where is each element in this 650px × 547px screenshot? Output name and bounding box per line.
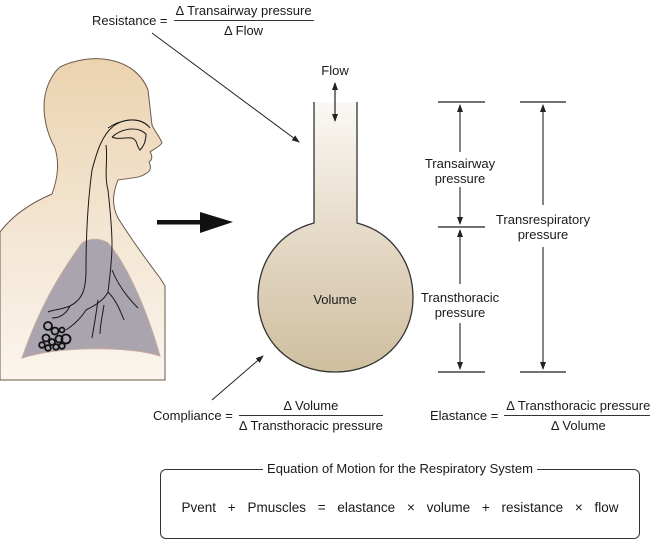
equation-operator: + [481,500,490,515]
equation-term: Pmuscles [247,500,306,515]
pressure-scale-ticks [438,101,566,373]
equation-term: elastance [337,500,396,515]
fraction-bar [238,415,383,416]
transairway-label-line2: pressure [434,171,486,186]
equation-term: resistance [501,500,564,515]
human-torso-illustration [0,58,166,381]
resistance-denominator: Δ Flow [224,23,264,38]
transthoracic-label: Transthoracic pressure [405,290,515,320]
big-arrow-icon [157,212,233,233]
fraction-bar [504,415,650,416]
equation-operator: + [227,500,236,515]
alveoli-cluster [38,321,72,352]
compliance-denominator: Δ Transthoracic pressure [238,418,383,433]
transthoracic-label-line1: Transthoracic [420,290,500,305]
compliance-formula: Compliance = Δ Volume Δ Transthoracic pr… [153,398,383,433]
fraction-bar [173,20,314,21]
balloon-lung-model [257,102,414,373]
transairway-label-line1: Transairway [424,156,496,171]
elastance-denominator: Δ Volume [550,418,606,433]
resistance-label: Resistance = [92,13,168,28]
equation-of-motion: Pvent + Pmuscles = elastance × volume + … [161,500,639,515]
equation-term: volume [426,500,471,515]
equation-operator: = [317,500,326,515]
equation-operator: × [574,500,583,515]
equation-term: flow [594,500,619,515]
compliance-label: Compliance = [153,408,233,423]
equation-of-motion-box: Equation of Motion for the Respiratory S… [160,461,640,539]
airway-lines [47,119,151,339]
transthoracic-label-line2: pressure [434,305,486,320]
elastance-numerator: Δ Transthoracic pressure [506,398,650,413]
equation-term: Pvent [181,500,217,515]
transairway-label: Transairway pressure [410,156,510,186]
equation-title: Equation of Motion for the Respiratory S… [263,461,537,476]
transrespiratory-label: Transrespiratory pressure [488,212,598,242]
compliance-pointer-line [211,355,264,401]
resistance-numerator: Δ Transairway pressure [175,3,312,18]
volume-label: Volume [313,292,357,307]
balloon-outline [257,102,414,373]
resistance-formula: Resistance = Δ Transairway pressure Δ Fl… [92,3,314,38]
compliance-numerator: Δ Volume [283,398,339,413]
elastance-formula: Elastance = Δ Transthoracic pressure Δ V… [430,398,650,433]
equation-operator: × [406,500,415,515]
balloon-shape [258,102,413,372]
transrespiratory-label-line1: Transrespiratory [495,212,591,227]
transrespiratory-label-line2: pressure [517,227,569,242]
flow-label: Flow [321,63,349,78]
elastance-label: Elastance = [430,408,499,423]
resistance-pointer-line [151,32,300,143]
